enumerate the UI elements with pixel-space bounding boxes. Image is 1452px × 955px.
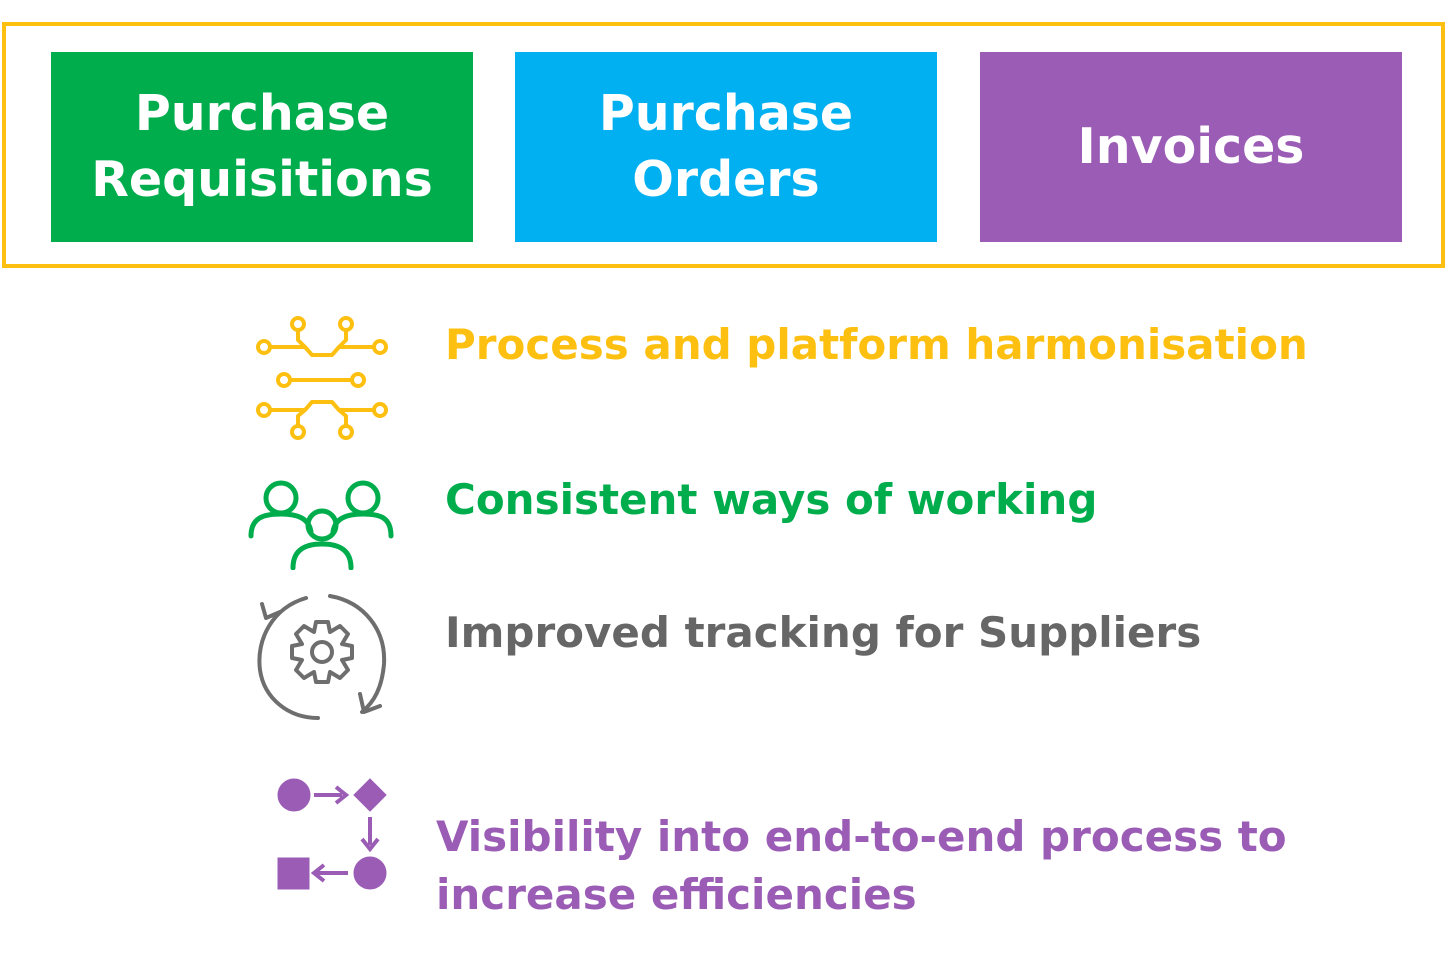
purchase-orders-box: Purchase Orders <box>515 52 937 242</box>
benefit-harmonisation: Process and platform harmonisation <box>445 320 1308 369</box>
circuit-icon <box>256 316 388 440</box>
benefit-visibility: Visibility into end-to-end process to in… <box>436 812 1287 919</box>
people-group-icon <box>248 480 394 570</box>
purchase-requisitions-box: Purchase Requisitions <box>51 52 473 242</box>
process-frame <box>2 22 1445 268</box>
process-flow-icon <box>277 778 387 890</box>
invoices-label: Invoices <box>1077 118 1305 175</box>
invoices-box: Invoices <box>980 52 1402 242</box>
gear-cycle-icon <box>257 594 387 720</box>
benefit-improved-tracking: Improved tracking for Suppliers <box>445 608 1202 657</box>
benefit-consistent-ways: Consistent ways of working <box>445 475 1098 524</box>
purchase-orders-label: Purchase Orders <box>598 85 854 208</box>
purchase-requisitions-label: Purchase Requisitions <box>91 85 433 208</box>
